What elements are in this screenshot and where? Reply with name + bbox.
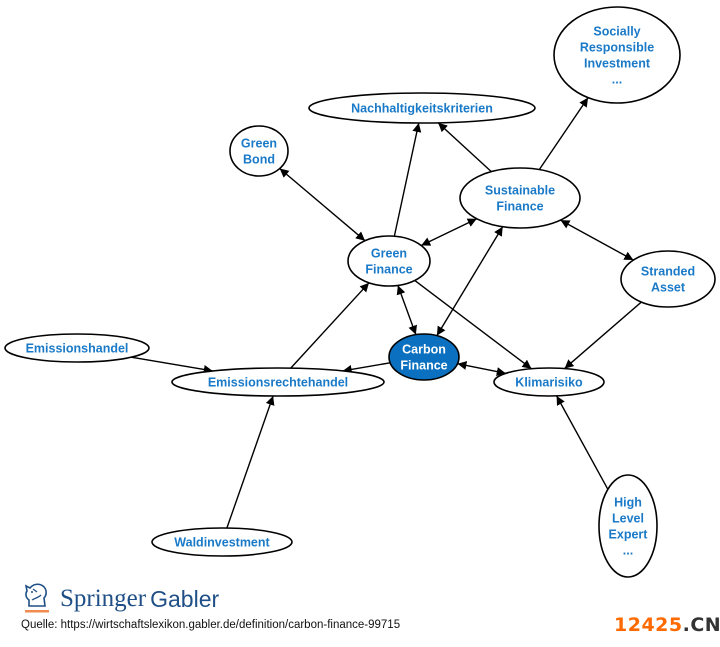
node-shape[interactable] — [620, 250, 716, 308]
node-shape[interactable] — [459, 167, 581, 229]
node-label: Sustainable — [485, 184, 555, 198]
node-emissionsrechtehandel[interactable]: Emissionsrechtehandel — [171, 367, 385, 397]
node-label: Finance — [496, 200, 543, 214]
node-label: High — [614, 496, 642, 510]
springer-horse-icon — [24, 583, 49, 613]
node-label: Bond — [243, 153, 275, 167]
node-label: Emissionsrechtehandel — [208, 376, 348, 390]
node-klimarisiko[interactable]: Klimarisiko — [493, 367, 605, 397]
edge-green-finance-to-nachhaltigkeitskriterien — [393, 122, 422, 237]
node-shape[interactable] — [598, 474, 658, 578]
node-emissionshandel[interactable]: Emissionshandel — [4, 333, 150, 363]
edge-emissionshandel-to-emissionsrechtehandel — [131, 356, 213, 374]
watermark-suffix: .CN — [682, 614, 720, 636]
node-label: ... — [612, 73, 622, 87]
watermark-number: 12425 — [614, 614, 683, 636]
edge-green-bond-to-green-finance — [279, 167, 366, 242]
node-label: Carbon — [402, 343, 446, 357]
node-label: Klimarisiko — [515, 376, 583, 390]
node-label: Green — [371, 247, 407, 261]
node-high-level-expert[interactable]: HighLevelExpert... — [598, 474, 658, 578]
edge-carbon-finance-to-emissionsrechtehandel — [342, 362, 391, 374]
edge-carbon-finance-to-klimarisiko — [457, 361, 506, 376]
node-shape[interactable] — [553, 6, 681, 104]
edge-waldinvestment-to-emissionsrechtehandel — [226, 395, 275, 529]
node-label: Waldinvestment — [174, 536, 270, 550]
logo-sub: Gabler — [150, 586, 220, 612]
node-shape[interactable] — [388, 333, 460, 381]
node-shape[interactable] — [171, 367, 385, 397]
node-label: Finance — [365, 263, 412, 277]
node-nachhaltigkeitskriterien[interactable]: Nachhaltigkeitskriterien — [308, 92, 536, 124]
edge-sustainable-finance-to-nachhaltigkeitskriterien — [437, 122, 492, 173]
logo-brand: Springer — [60, 585, 147, 612]
node-label: Investment — [584, 57, 651, 71]
node-shape[interactable] — [347, 235, 431, 287]
edge-emissionsrechtehandel-to-green-finance — [290, 282, 370, 369]
node-label: Expert — [609, 528, 649, 542]
edge-stranded-asset-to-klimarisiko — [564, 301, 642, 370]
node-shape[interactable] — [229, 125, 289, 177]
edge-green-finance-to-klimarisiko — [414, 279, 532, 370]
node-waldinvestment[interactable]: Waldinvestment — [151, 527, 293, 557]
edge-sustainable-finance-to-sri — [538, 97, 589, 170]
node-shape[interactable] — [493, 367, 605, 397]
node-label: Green — [241, 137, 277, 151]
source-citation: Quelle: https://wirtschaftslexikon.gable… — [21, 619, 401, 631]
node-shape[interactable] — [151, 527, 293, 557]
edge-sustainable-finance-to-stranded-asset — [560, 219, 634, 261]
edge-carbon-finance-to-sustainable-finance — [436, 226, 504, 336]
springer-gabler-logo: Springer Gabler — [20, 580, 219, 614]
node-label: ... — [623, 544, 633, 558]
node-shape[interactable] — [4, 333, 150, 363]
node-label: Level — [612, 512, 644, 526]
node-label: Socially — [593, 25, 640, 39]
edges — [131, 97, 642, 529]
node-shape[interactable] — [308, 92, 536, 124]
edge-green-finance-to-sustainable-finance — [420, 218, 478, 247]
node-label: Asset — [651, 281, 686, 295]
node-label: Nachhaltigkeitskriterien — [351, 102, 493, 116]
node-label: Responsible — [580, 41, 654, 55]
edge-high-level-expert-to-klimarisiko — [555, 395, 609, 490]
node-label: Stranded — [641, 265, 695, 279]
watermark: 12425.CN — [614, 614, 720, 636]
node-sri[interactable]: SociallyResponsibleInvestment... — [553, 6, 681, 104]
node-label: Emissionshandel — [26, 342, 129, 356]
node-label: Finance — [400, 359, 447, 373]
edge-green-finance-to-carbon-finance — [396, 285, 417, 335]
